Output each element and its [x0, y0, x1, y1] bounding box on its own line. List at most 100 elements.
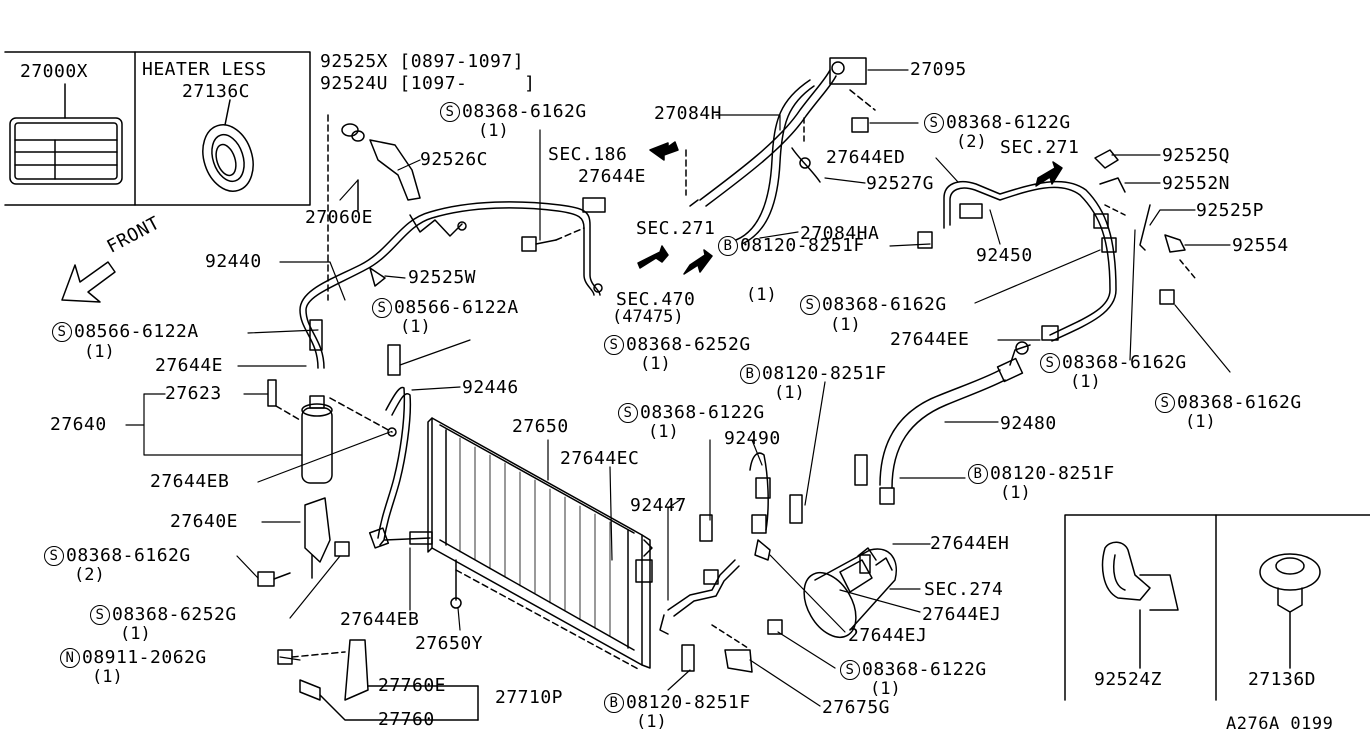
part-label-27710p: 27710P [495, 687, 564, 708]
fastener-qty: (1) [1070, 372, 1101, 392]
part-label-27084ha: 27084HA [800, 223, 880, 244]
clip-92527g [791, 117, 821, 183]
part-label-92525q: 92525Q [1162, 145, 1231, 166]
part-label-27644ej: 27644EJ [848, 625, 928, 646]
part-label-27675g: 27675G [822, 697, 891, 718]
fastener-qty: (2) [74, 565, 105, 585]
part-label-92524u: 92524U [1097- ] [320, 73, 536, 94]
fitting-27644ec [635, 539, 653, 583]
inset-frame-bottom-right [1064, 514, 1370, 701]
part-label-92450: 92450 [976, 245, 1033, 266]
valve-27095 [829, 57, 876, 133]
pipe-92446 [368, 386, 433, 549]
part-label-27644eb: 27644EB [150, 471, 230, 492]
part-label-27644ej: 27644EJ [922, 604, 1002, 625]
section-ref-sec470-sub: (47475) [612, 307, 684, 327]
grommet-27136c-icon [202, 99, 254, 192]
diagram-id: A276A 0199 [1226, 714, 1334, 734]
section-arrow-icon [637, 141, 1063, 275]
part-label-27000x: 27000X [20, 61, 89, 82]
part-label-92446: 92446 [462, 377, 519, 398]
part-label-27640e: 27640E [170, 511, 239, 532]
fastener-qty: (1) [478, 121, 509, 141]
part-label-27060e: 27060E [305, 207, 374, 228]
label-card-icon [9, 83, 123, 185]
section-ref-sec470: SEC.470 [616, 289, 696, 310]
bolt-icon [521, 227, 585, 252]
part-label-27136d: 27136D [1248, 669, 1317, 690]
part-label-27136c: 27136C [182, 81, 251, 102]
part-label-92527g: 92527G [866, 173, 935, 194]
part-label-92554: 92554 [1232, 235, 1289, 256]
fastener-qty: (1) [1000, 483, 1031, 503]
fastener-qty: (1) [746, 285, 777, 305]
fastener-qty: (1) [84, 342, 115, 362]
clip-92525x [341, 123, 365, 142]
part-label-27095: 27095 [910, 59, 967, 80]
clip-92525w [369, 267, 386, 287]
condenser-27650 [427, 417, 651, 671]
section-ref-sec271: SEC.271 [1000, 137, 1080, 158]
bolts-right [917, 204, 1196, 305]
part-label-27084h: 27084H [654, 103, 723, 124]
pipe-92447 [659, 454, 868, 672]
hose-27084h [685, 69, 837, 245]
bracket-27675g [711, 624, 753, 673]
part-label-92525p: 92525P [1196, 200, 1265, 221]
heater-less-note: HEATER LESS [142, 59, 267, 80]
fastener-qty: (1) [774, 383, 805, 403]
inset-frame-top-left [4, 51, 311, 206]
clip-92524z-icon [1101, 541, 1179, 669]
part-label-27644ed: 27644ED [826, 147, 906, 168]
section-ref-sec186: SEC.186 [548, 144, 628, 165]
part-label-92526c: 92526C [420, 149, 489, 170]
fastener-qty: (1) [400, 317, 431, 337]
fastener-qty: (1) [830, 315, 861, 335]
fastener-qty: (1) [636, 712, 667, 732]
part-label-92447: 92447 [630, 495, 687, 516]
part-label-27640: 27640 [50, 414, 107, 435]
compressor-sec274 [803, 547, 897, 638]
bracket-27760e [277, 639, 479, 721]
part-label-92525w: 92525W [408, 267, 477, 288]
section-ref-sec271: SEC.271 [636, 218, 716, 239]
bracket-27060e [327, 114, 467, 301]
clip-27136d-icon [1259, 553, 1321, 669]
part-label-27644eh: 27644EH [930, 533, 1010, 554]
part-label-92525x: 92525X [0897-1097] [320, 51, 525, 72]
section-ref-sec274: SEC.274 [924, 579, 1004, 600]
leader-lines [125, 69, 1231, 707]
part-label-92490: 92490 [724, 428, 781, 449]
part-label-27644e: 27644E [578, 166, 647, 187]
receiver-drier-27640 [267, 379, 397, 484]
hose-92480 [879, 341, 1031, 505]
part-label-27644ec: 27644EC [560, 448, 640, 469]
fastener-qty: (1) [648, 422, 679, 442]
part-label-27644eb: 27644EB [340, 609, 420, 630]
part-label-27760e: 27760E [378, 675, 447, 696]
part-label-27623: 27623 [165, 383, 222, 404]
bolt-icon [257, 319, 401, 587]
fastener-qty: (2) [956, 132, 987, 152]
part-label-92480: 92480 [1000, 413, 1057, 434]
front-arrow-icon [61, 261, 116, 303]
part-label-92524z: 92524Z [1094, 669, 1163, 690]
fastener-qty: (1) [92, 667, 123, 687]
fastener-qty: (1) [640, 354, 671, 374]
